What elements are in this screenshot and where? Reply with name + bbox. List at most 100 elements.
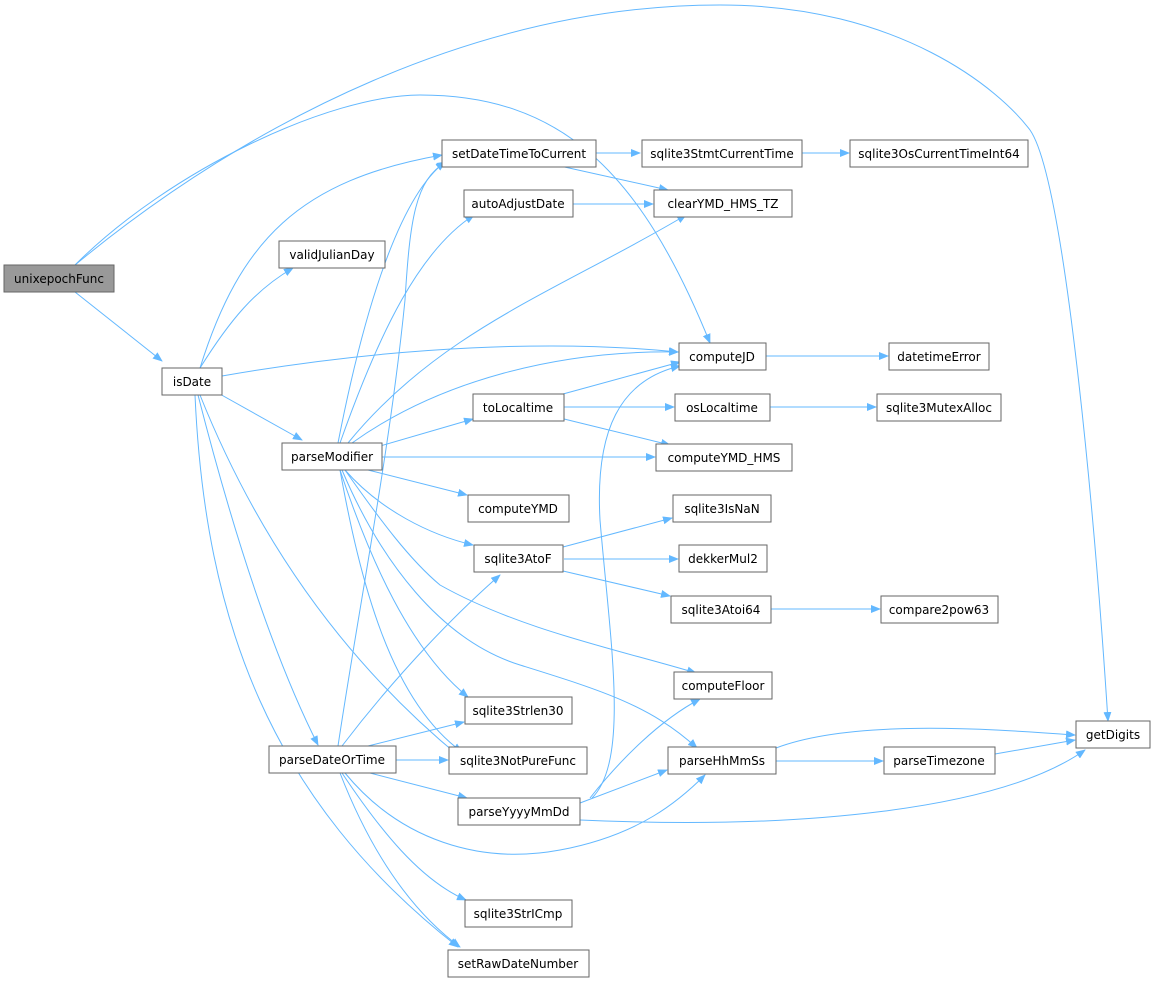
node-label: validJulianDay bbox=[289, 248, 374, 262]
edge-parsedateortime-to-sqlite3stricmp bbox=[341, 772, 467, 901]
edge-parsemodifier-to-computeymd bbox=[367, 469, 468, 497]
edge-isdate-to-setrawdatenumber bbox=[194, 394, 459, 948]
node-label: computeYMD bbox=[478, 502, 558, 516]
node-label: sqlite3MutexAlloc bbox=[886, 401, 992, 415]
edge-setdatetimetocurrent-to-clearymd bbox=[559, 165, 669, 192]
edge-isdate-to-parsedateortime bbox=[197, 394, 319, 746]
node-label: datetimeError bbox=[897, 350, 980, 364]
node-label: clearYMD_HMS_TZ bbox=[667, 197, 778, 211]
edge-parseyyyymmdd-to-getdigits bbox=[579, 749, 1086, 823]
edge-isdate-to-validjulianday bbox=[199, 267, 294, 369]
node-label: sqlite3StmtCurrentTime bbox=[650, 147, 793, 161]
edge-parsemodifier-to-computejd bbox=[351, 347, 679, 444]
edge-parsemodifier-to-sqlite3atof bbox=[344, 469, 474, 547]
edge-parsedateortime-to-setdatetimetocurrent bbox=[337, 161, 447, 747]
edge-parsemodifier-to-autoadjustdate bbox=[339, 214, 475, 444]
edge-parsemodifier-to-parsehhmmss bbox=[341, 469, 698, 749]
node-label: sqlite3IsNaN bbox=[684, 502, 759, 516]
node-label: isDate bbox=[173, 375, 211, 389]
edge-isdate-to-parsemodifier bbox=[217, 392, 303, 441]
edge-parsemodifier-to-computefloor bbox=[344, 469, 697, 675]
node-dekkermul2[interactable]: dekkerMul2 bbox=[678, 544, 768, 573]
node-sqlite3notpurefunc[interactable]: sqlite3NotPureFunc bbox=[448, 746, 588, 775]
edge-parsemodifier-to-sqlite3strlen30 bbox=[339, 469, 469, 698]
node-sqlite3isnan[interactable]: sqlite3IsNaN bbox=[672, 494, 772, 523]
node-sqlite3atof[interactable]: sqlite3AtoF bbox=[473, 544, 564, 573]
node-label: parseModifier bbox=[291, 450, 373, 464]
edge-unixepochfunc-to-getdigits bbox=[74, 4, 1112, 722]
node-label: toLocaltime bbox=[483, 401, 553, 415]
node-label: compare2pow63 bbox=[889, 603, 989, 617]
node-label: setRawDateNumber bbox=[458, 957, 579, 971]
node-parsedateortime[interactable]: parseDateOrTime bbox=[268, 745, 397, 774]
node-unixepochfunc[interactable]: unixepochFunc bbox=[3, 264, 115, 293]
node-label: sqlite3AtoF bbox=[484, 552, 551, 566]
node-parsetimezone[interactable]: parseTimezone bbox=[883, 746, 996, 775]
node-label: computeFloor bbox=[682, 679, 765, 693]
node-computeymd[interactable]: computeYMD bbox=[467, 494, 570, 523]
edge-atof-to-atoi64 bbox=[562, 570, 671, 598]
node-sqlite3atoi64[interactable]: sqlite3Atoi64 bbox=[670, 595, 772, 624]
edge-isdate-to-setdatetimetocurrent bbox=[199, 152, 443, 369]
node-sqlite3mutexalloc[interactable]: sqlite3MutexAlloc bbox=[876, 393, 1002, 422]
edge-parseyyyymmdd-to-computefloor bbox=[589, 698, 701, 799]
node-sqlite3stmtcurrenttime[interactable]: sqlite3StmtCurrentTime bbox=[641, 139, 803, 168]
node-compare2pow63[interactable]: compare2pow63 bbox=[880, 595, 999, 624]
node-label: getDigits bbox=[1086, 728, 1140, 742]
edge-parseyyyymmdd-to-parsehhmmss bbox=[579, 769, 668, 804]
node-computeymd-hms[interactable]: computeYMD_HMS bbox=[655, 443, 793, 472]
edge-atof-to-isnan bbox=[562, 516, 673, 548]
edge-tolocaltime-to-computeymdhms bbox=[559, 417, 671, 447]
node-label: parseTimezone bbox=[893, 754, 985, 768]
node-label: parseDateOrTime bbox=[279, 753, 385, 767]
node-computefloor[interactable]: computeFloor bbox=[673, 671, 773, 700]
node-label: computeJD bbox=[689, 350, 755, 364]
node-label: autoAdjustDate bbox=[471, 197, 564, 211]
node-label: computeYMD_HMS bbox=[668, 451, 781, 465]
node-label: dekkerMul2 bbox=[688, 552, 758, 566]
edge-parsedateortime-to-parseyyyymmdd bbox=[369, 772, 468, 800]
node-computejd[interactable]: computeJD bbox=[678, 342, 767, 371]
node-sqlite3oscurrenttimeint64[interactable]: sqlite3OsCurrentTimeInt64 bbox=[849, 139, 1029, 168]
edge-isdate-to-sqlite3notpurefunc bbox=[199, 394, 461, 758]
node-datetimeerror[interactable]: datetimeError bbox=[888, 342, 990, 371]
edge-unixepochfunc-to-isdate bbox=[74, 291, 163, 362]
node-isdate[interactable]: isDate bbox=[161, 367, 223, 396]
node-label: parseHhMmSs bbox=[679, 754, 765, 768]
edge-parsetimezone-to-getdigits bbox=[994, 737, 1076, 755]
edge-parsemodifier-to-sqlite3notpurefunc bbox=[339, 469, 463, 753]
node-sqlite3stricmp[interactable]: sqlite3StrICmp bbox=[464, 899, 573, 928]
node-label: osLocaltime bbox=[686, 401, 758, 415]
edge-parsedateortime-to-sqlite3atof bbox=[341, 574, 501, 747]
edge-parseyyyymmdd-to-computejd bbox=[591, 364, 681, 799]
edge-isdate-to-computejd bbox=[221, 345, 679, 377]
node-autoadjustdate[interactable]: autoAdjustDate bbox=[463, 189, 574, 218]
node-label: setDateTimeToCurrent bbox=[452, 147, 586, 161]
node-label: sqlite3OsCurrentTimeInt64 bbox=[858, 147, 1020, 161]
node-parsehhmmss[interactable]: parseHhMmSs bbox=[667, 746, 777, 775]
node-oslocaltime[interactable]: osLocaltime bbox=[674, 393, 771, 422]
node-setrawdatenumber[interactable]: setRawDateNumber bbox=[447, 949, 590, 978]
nodes: unixepochFunc isDate validJulianDay pars… bbox=[3, 139, 1151, 978]
edge-parsemodifier-to-tolocaltime bbox=[379, 417, 474, 447]
edge-parsehhmmss-to-getdigits bbox=[775, 727, 1076, 749]
edge-unixepochfunc-to-computejd bbox=[74, 94, 711, 344]
edge-parsemodifier-to-setdatetimetocurrent bbox=[337, 161, 446, 444]
node-parseyyyymmdd[interactable]: parseYyyyMmDd bbox=[457, 797, 581, 826]
node-parsemodifier[interactable]: parseModifier bbox=[281, 442, 383, 471]
node-clearymd-hms-tz[interactable]: clearYMD_HMS_TZ bbox=[653, 189, 793, 218]
node-label: parseYyyyMmDd bbox=[468, 805, 569, 819]
node-tolocaltime[interactable]: toLocaltime bbox=[472, 393, 565, 422]
node-setdatetimetocurrent[interactable]: setDateTimeToCurrent bbox=[441, 139, 597, 168]
node-label: sqlite3StrICmp bbox=[474, 907, 563, 921]
edge-parsedateortime-to-sqlite3strlen30 bbox=[367, 720, 465, 747]
edge-parsedateortime-to-setrawdatenumber bbox=[339, 772, 461, 948]
node-sqlite3strlen30[interactable]: sqlite3Strlen30 bbox=[464, 696, 573, 725]
node-label: sqlite3Atoi64 bbox=[682, 603, 761, 617]
node-validjulianday[interactable]: validJulianDay bbox=[278, 240, 386, 269]
node-getdigits[interactable]: getDigits bbox=[1075, 720, 1151, 749]
edges bbox=[74, 4, 1112, 948]
node-label: sqlite3Strlen30 bbox=[472, 704, 563, 718]
node-label: sqlite3NotPureFunc bbox=[460, 754, 576, 768]
